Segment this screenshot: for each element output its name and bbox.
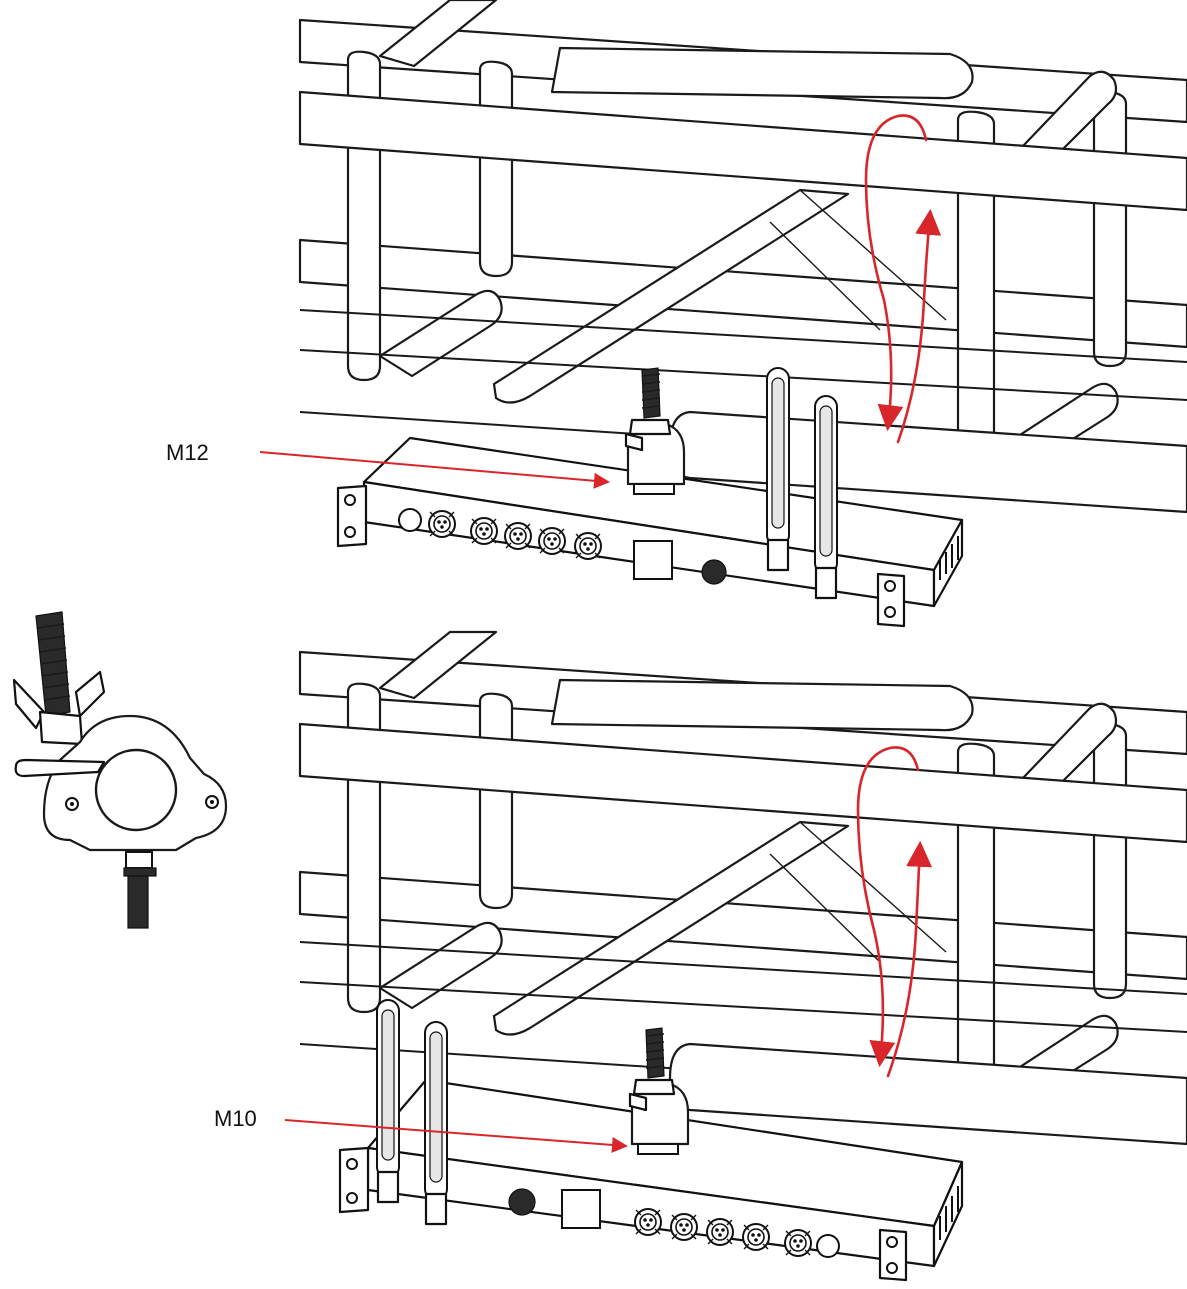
upper-rotation-arrows <box>864 114 942 444</box>
control-knob <box>508 1188 536 1216</box>
m10-callout-arrow <box>284 1119 628 1153</box>
upper-rack-device <box>336 366 964 628</box>
half-coupler-clamp-icon <box>12 611 228 929</box>
dmx-input-port <box>816 1234 840 1258</box>
antenna <box>423 1020 449 1226</box>
display-screen <box>561 1189 601 1229</box>
xlr-port <box>634 1208 662 1236</box>
xlr-port <box>428 510 456 538</box>
m12-callout-arrow <box>259 451 610 489</box>
antenna <box>375 998 401 1204</box>
xlr-port <box>742 1223 770 1251</box>
lower-rotation-arrows <box>856 746 933 1078</box>
upper-truss-section <box>298 0 1187 514</box>
dmx-input-port <box>398 508 422 532</box>
xlr-port <box>670 1213 698 1241</box>
antenna <box>813 394 839 600</box>
xlr-port <box>538 527 566 555</box>
antenna <box>765 366 791 572</box>
upper-port-row <box>398 508 602 560</box>
lower-port-row <box>634 1208 840 1258</box>
xlr-port <box>706 1218 734 1246</box>
display-screen <box>633 540 673 580</box>
xlr-port <box>574 532 602 560</box>
xlr-port <box>504 522 532 550</box>
m10-bolt-label: M10 <box>214 1106 257 1131</box>
control-knob <box>701 559 727 585</box>
xlr-port <box>470 517 498 545</box>
upper-mounted-clamp <box>624 366 686 496</box>
xlr-port <box>784 1229 812 1257</box>
m12-bolt-label: M12 <box>166 440 209 465</box>
